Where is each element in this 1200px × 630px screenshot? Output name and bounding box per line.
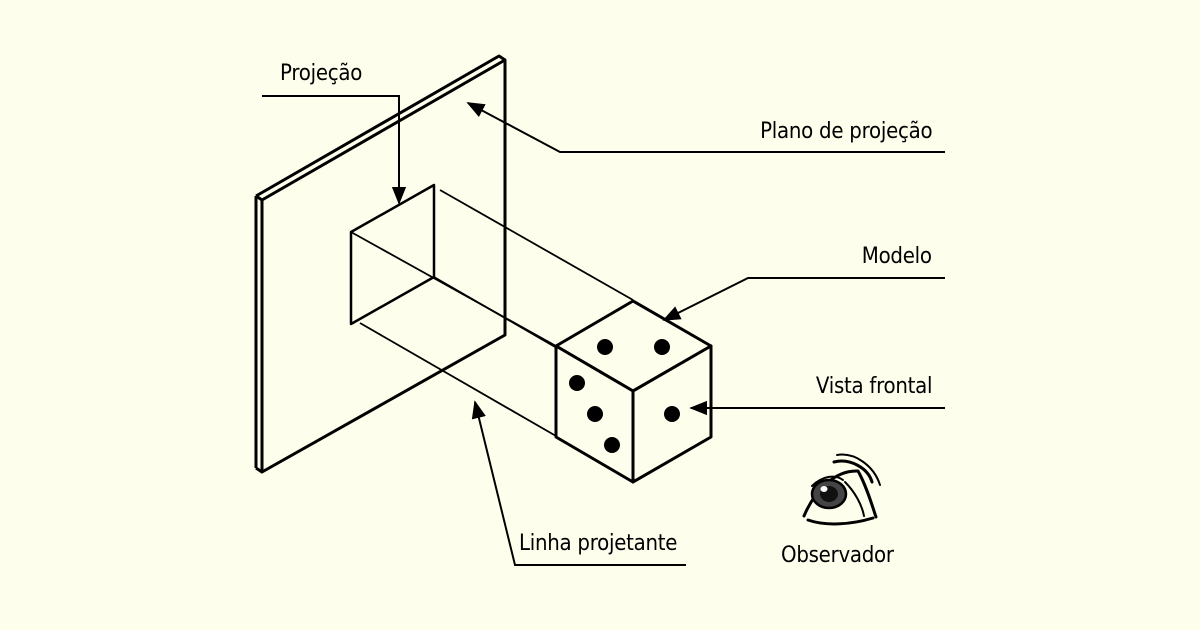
die-pip — [654, 339, 670, 355]
label-linha-projetante: Linha projetante — [519, 531, 678, 556]
label-observador: Observador — [781, 543, 894, 568]
label-modelo: Modelo — [862, 244, 932, 269]
leader-plano — [466, 102, 945, 153]
leader-linha — [471, 400, 686, 566]
label-vista-frontal: Vista frontal — [815, 374, 933, 399]
label-plano-de-projecao: Plano de projeção — [759, 119, 932, 144]
leader-modelo — [662, 277, 945, 321]
label-projecao: Projeção — [280, 61, 363, 86]
die-pip — [664, 406, 680, 422]
eye-icon — [802, 453, 881, 526]
dice-icon — [554, 299, 713, 484]
die-pip — [604, 437, 620, 453]
die-pip — [569, 375, 585, 391]
die-pip — [587, 406, 603, 422]
leader-projecao — [262, 95, 407, 205]
die-pip — [597, 339, 613, 355]
projection-plane — [254, 54, 507, 474]
